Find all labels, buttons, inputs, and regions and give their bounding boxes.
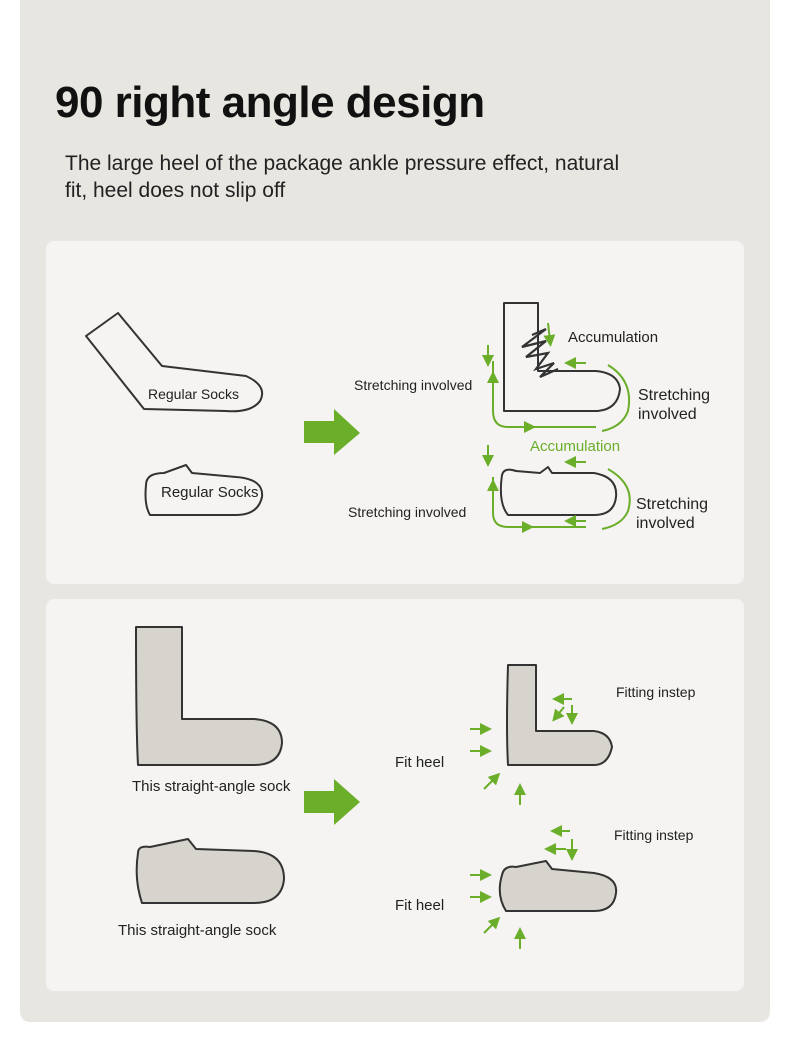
page-title: 90 right angle design xyxy=(55,78,485,127)
stretching-arc-left xyxy=(492,477,586,528)
regular-socks-panel: Regular Socks Regular Socks Accumulation… xyxy=(46,241,744,584)
stretching-arc-right xyxy=(601,468,631,530)
accumulation-label: Accumulation xyxy=(568,329,658,346)
fit-heel-label: Fit heel xyxy=(395,897,444,914)
stretching-label: Stretching involved xyxy=(348,504,466,520)
accumulation-wrinkles xyxy=(521,327,559,379)
straight-angle-low-sock xyxy=(135,838,285,904)
stretching-label: involved xyxy=(636,515,695,532)
straight-angle-crew-sock xyxy=(135,626,283,766)
stretching-arc-right xyxy=(601,364,630,432)
arrow-down-left-icon xyxy=(552,706,565,722)
stretching-label: Stretching xyxy=(638,387,710,404)
regular-sock-label: Regular Socks xyxy=(148,386,239,402)
straight-sock-label: This straight-angle sock xyxy=(118,922,277,939)
arrow-up-right-icon xyxy=(483,772,501,790)
regular-crew-sock-outline xyxy=(85,312,264,413)
fitting-instep-label: Fitting instep xyxy=(614,827,694,843)
straight-angle-socks-panel: This straight-angle sock This straight-a… xyxy=(46,599,744,991)
fitted-crew-sock xyxy=(506,664,613,766)
stretching-label: Stretching involved xyxy=(354,377,472,393)
arrow-right-icon xyxy=(304,779,360,825)
page-subtitle: The large heel of the package ankle pres… xyxy=(65,152,620,202)
stretching-arc-left xyxy=(492,361,596,428)
stretching-label: Stretching xyxy=(636,496,708,513)
arrow-down-icon xyxy=(543,322,556,347)
regular-sock-label: Regular Socks xyxy=(161,484,259,501)
straight-angle-socks-diagram: This straight-angle sock This straight-a… xyxy=(118,626,696,949)
fit-heel-label: Fit heel xyxy=(395,754,444,771)
stretched-low-sock-outline xyxy=(499,466,618,516)
accumulation-label: Accumulation xyxy=(530,438,620,455)
fitting-instep-label: Fitting instep xyxy=(616,684,696,700)
fitted-low-sock xyxy=(498,860,618,912)
stretched-crew-sock-outline xyxy=(503,302,621,412)
arrow-up-right-icon xyxy=(483,916,501,934)
stretching-label: involved xyxy=(638,406,697,423)
regular-low-sock-outline xyxy=(144,464,264,516)
straight-sock-label: This straight-angle sock xyxy=(132,778,291,795)
arrow-right-icon xyxy=(304,409,360,455)
regular-socks-diagram: Regular Socks Regular Socks Accumulation… xyxy=(85,302,710,533)
